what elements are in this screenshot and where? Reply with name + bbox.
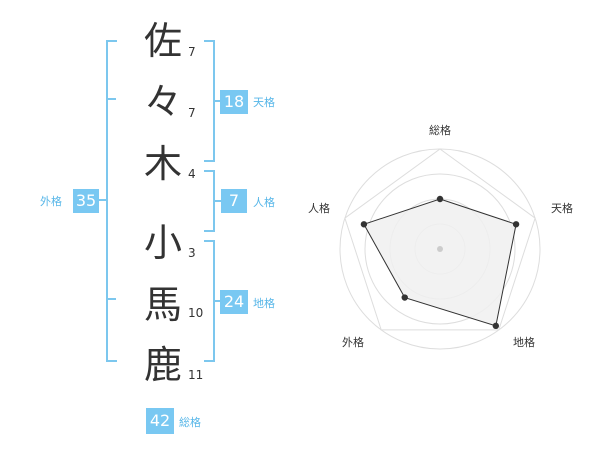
tenkaku-value-box: 18 — [220, 90, 248, 114]
bracket-tick — [213, 100, 223, 102]
radar-score-point — [512, 221, 520, 228]
stroke-count-5: 10 — [188, 306, 204, 320]
stroke-count-4: 3 — [188, 246, 196, 260]
bracket-tick — [106, 98, 116, 100]
bracket-tick — [213, 200, 223, 202]
soukaku-value-box: 42 — [146, 408, 174, 434]
chikaku-label: 地格 — [253, 297, 275, 310]
radar-score-point — [360, 221, 368, 228]
gaikaku-value-box: 35 — [73, 189, 99, 213]
radar-score-point — [492, 322, 500, 330]
jinkaku-value-box: 7 — [221, 189, 247, 213]
radar-axis-label-gaikaku: 外格 — [342, 335, 364, 349]
radar-score-point — [401, 294, 408, 301]
gaikaku-bracket — [106, 40, 117, 362]
radar-axis-label-chikaku: 地格 — [513, 335, 535, 349]
name-char-1: 佐 — [143, 19, 182, 63]
stroke-count-3: 4 — [188, 167, 196, 181]
name-char-6: 鹿 — [143, 343, 182, 387]
radar-axis-label-soukaku: 総格 — [429, 123, 451, 137]
name-char-4: 小 — [143, 221, 182, 265]
stroke-count-1: 7 — [188, 45, 196, 59]
radar-score-polygon — [363, 198, 517, 327]
gaikaku-label: 外格 — [40, 195, 62, 208]
name-char-3: 木 — [143, 142, 182, 186]
bracket-tick — [213, 300, 223, 302]
radar-score-point — [436, 195, 444, 203]
bracket-tick — [106, 298, 116, 300]
name-char-5: 馬 — [143, 283, 182, 327]
name-char-2: 々 — [143, 80, 182, 124]
tenkaku-label: 天格 — [253, 96, 275, 109]
stroke-count-2: 7 — [188, 106, 196, 120]
jinkaku-label: 人格 — [253, 196, 275, 209]
radar-grid-ring — [364, 173, 516, 325]
radar-outer-polygon — [344, 148, 536, 331]
radar-axis-label-jinkaku: 人格 — [308, 201, 330, 215]
radar-axis-label-tenkaku: 天格 — [551, 201, 573, 215]
bracket-tick — [97, 199, 107, 201]
chikaku-value-box: 24 — [220, 290, 248, 314]
soukaku-label: 総格 — [179, 416, 201, 429]
radar-center-dot — [437, 246, 443, 252]
stroke-count-6: 11 — [188, 368, 204, 382]
